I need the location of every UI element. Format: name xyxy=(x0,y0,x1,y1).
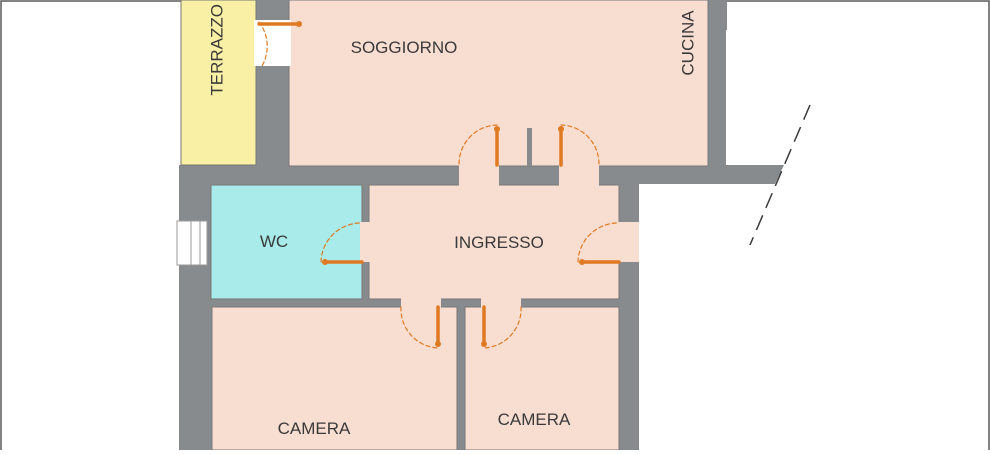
door-living-left xyxy=(458,124,500,167)
door-bedroom-right xyxy=(481,305,522,349)
label-terrazzo: TERRAZZO xyxy=(207,4,226,96)
label-soggiorno: SOGGIORNO xyxy=(351,38,458,57)
wc-room xyxy=(210,184,363,300)
wc-window xyxy=(176,220,208,266)
label-cucina: CUCINA xyxy=(678,10,697,76)
door-bedroom-left xyxy=(400,305,441,349)
door-openings xyxy=(360,164,639,309)
label-camera-left: CAMERA xyxy=(278,419,351,438)
label-wc: WC xyxy=(260,232,288,251)
label-ingresso: INGRESSO xyxy=(454,233,544,252)
doors xyxy=(257,21,621,349)
door-terrace xyxy=(257,21,302,67)
door-entrance xyxy=(577,222,621,265)
terrace-door-opening xyxy=(254,20,291,66)
door-living-right xyxy=(558,124,600,167)
boundary-dashed-line xyxy=(749,104,811,246)
terrace-area xyxy=(180,0,257,166)
bedroom-right xyxy=(464,306,620,451)
wall-stub xyxy=(527,128,532,166)
door-wc xyxy=(320,222,364,265)
bedroom-left xyxy=(211,306,458,451)
label-camera-right: CAMERA xyxy=(498,410,571,429)
